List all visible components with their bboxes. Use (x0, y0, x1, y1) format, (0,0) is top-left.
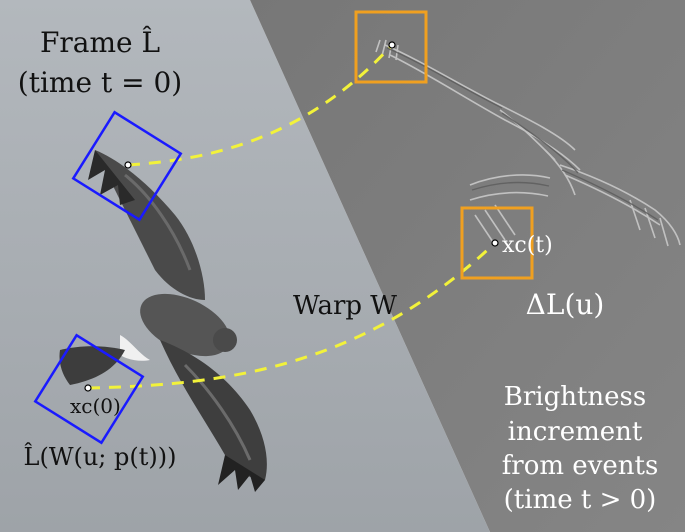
xc-0-label: xc(0) (70, 394, 121, 418)
hawk-photo (59, 150, 267, 492)
brightness-line-1: Brightness (504, 382, 647, 412)
hawk-event-shadow (386, 47, 659, 221)
brightness-line-3: from events (502, 451, 659, 481)
warp-label: Warp W (293, 291, 397, 321)
frame-time-label: (time t = 0) (18, 66, 182, 99)
brightness-line-4: (time t > 0) (504, 485, 657, 515)
patch-right-upper (354, 10, 428, 84)
patch-right-lower (460, 206, 534, 280)
point-left-upper (124, 161, 132, 169)
warp-path-upper (127, 43, 394, 167)
xc-t-label: xc(t) (502, 233, 553, 258)
frame-background (0, 0, 490, 532)
warped-frame-label: L̂(W(u; p(t))) (24, 443, 177, 471)
brightness-line-2: increment (508, 417, 643, 447)
frame-title-label: Frame L̂ (40, 26, 160, 59)
patch-left-upper (71, 110, 183, 222)
point-right-lower (491, 239, 499, 247)
point-left-lower (84, 384, 92, 392)
delta-label: ΔL(u) (526, 288, 605, 321)
point-right-upper (388, 41, 396, 49)
patch-left-lower (33, 333, 145, 445)
